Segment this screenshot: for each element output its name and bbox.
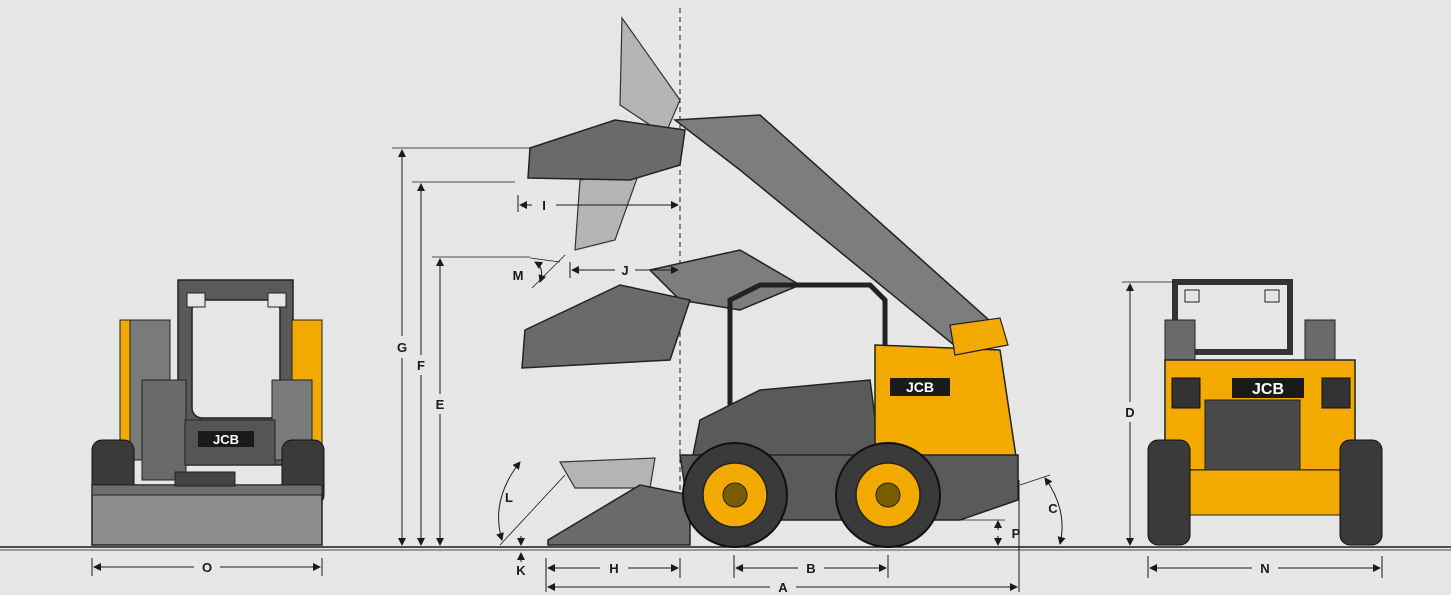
raised-bucket-ghost	[558, 16, 681, 489]
dimension-label-p: P	[1012, 526, 1021, 541]
front-view-machine	[91, 279, 325, 546]
dimension-label-e: E	[436, 397, 445, 412]
rear-view-machine	[1147, 279, 1383, 546]
dimension-label-k: K	[516, 563, 526, 578]
dimension-label-l: L	[505, 490, 513, 505]
ground-line	[0, 546, 1451, 551]
front-wheel	[682, 442, 788, 548]
dimension-m	[529, 254, 566, 289]
dimension-i	[517, 195, 679, 212]
dimension-label-c: C	[1048, 501, 1058, 516]
dimension-label-m: M	[513, 268, 524, 283]
dimension-p	[960, 519, 1005, 546]
dimension-l	[496, 461, 566, 546]
rear-jcb-logo: JCB	[1252, 381, 1284, 398]
dimension-label-d: D	[1125, 405, 1134, 420]
dimension-label-a: A	[778, 580, 788, 595]
dimension-a	[547, 480, 1020, 592]
front-jcb-logo: JCB	[213, 432, 239, 447]
dimension-label-j: J	[621, 263, 628, 278]
dimension-label-h: H	[609, 561, 618, 576]
bucket-lowered	[547, 484, 691, 546]
dimension-c	[1019, 474, 1066, 545]
dimension-label-b: B	[806, 561, 815, 576]
dimension-label-f: F	[417, 358, 425, 373]
dimension-e	[432, 256, 530, 546]
lift-arm-mid	[521, 249, 802, 369]
dimension-n	[1147, 556, 1383, 578]
dimension-f	[412, 181, 515, 546]
side-jcb-logo: JCB	[906, 379, 934, 395]
dimension-label-n: N	[1260, 561, 1269, 576]
dimension-b	[733, 555, 889, 578]
dimension-h	[545, 558, 681, 592]
dimension-label-o: O	[202, 560, 212, 575]
dimension-o	[91, 558, 323, 576]
dimension-d	[1122, 281, 1175, 546]
rear-wheel	[835, 442, 941, 548]
dimension-label-g: G	[397, 340, 407, 355]
dimension-j	[569, 262, 679, 278]
dimension-label-i: I	[542, 198, 546, 213]
dimension-g	[392, 147, 530, 546]
